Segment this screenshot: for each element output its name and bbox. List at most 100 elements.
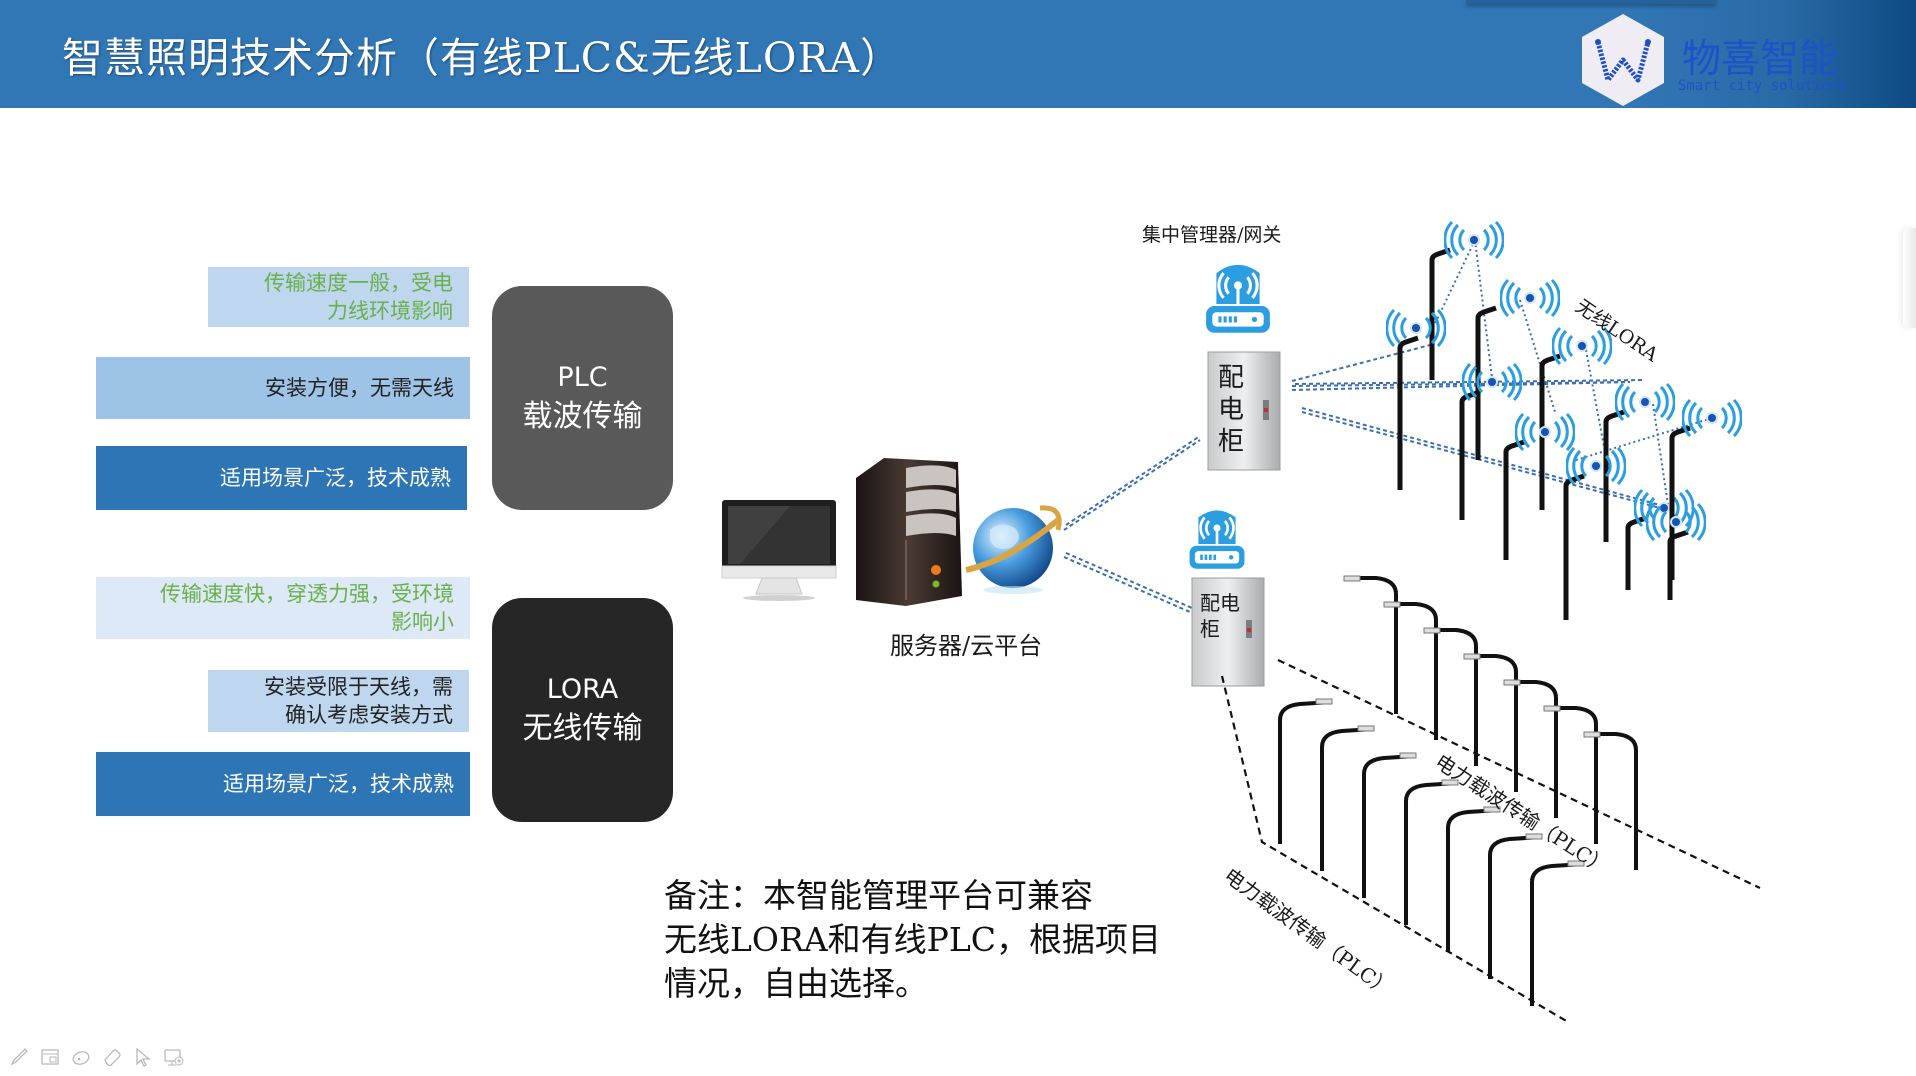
lora-mesh <box>1431 239 1713 506</box>
street-lamp-icon <box>1383 601 1438 740</box>
plc-feature-speed-line1: 传输速度一般，受电 <box>264 271 453 295</box>
header-accent-bar <box>1466 0 1716 4</box>
plc-bus-lines <box>1220 659 1761 1023</box>
lora-feature-scope: 适用场景广泛，技术成熟 <box>96 752 470 816</box>
plc-tech-box: PLC 载波传输 <box>492 286 673 510</box>
street-lamp-icon <box>1404 779 1459 925</box>
monitor-icon <box>721 500 837 601</box>
plc-feature-install: 安装方便，无需天线 <box>96 357 470 419</box>
lora-lamp <box>1646 502 1706 600</box>
lamp-pole <box>1397 335 1419 490</box>
lora-lamp <box>1539 326 1612 510</box>
server-label: 服务器/云平台 <box>890 632 1043 660</box>
street-lamp-icon <box>1423 627 1478 766</box>
lamp-pole <box>1603 409 1625 542</box>
plc-feature-speed-line2: 力线环境影响 <box>327 299 453 323</box>
lora-lamp <box>1669 398 1742 580</box>
street-lamp-icon <box>1503 679 1558 818</box>
street-lamp-icon <box>1320 725 1375 871</box>
lora-lamp <box>1503 412 1575 560</box>
plc-title: PLC <box>557 362 608 393</box>
lamp-pole <box>1429 247 1451 380</box>
wifi-signal-icon <box>1515 412 1575 452</box>
gateway-label: 集中管理器/网关 <box>1142 224 1282 246</box>
pointer-icon[interactable] <box>132 1046 154 1068</box>
note-line-2: 无线LORA和有线PLC，根据项目 <box>664 920 1162 959</box>
hexagon-w-logo-icon <box>1582 14 1664 106</box>
disc-icon[interactable] <box>70 1046 92 1068</box>
cabinet-label-2: 配电 柜 <box>1200 590 1240 642</box>
lora-tech-box: LORA 无线传输 <box>492 598 673 822</box>
street-lamp-icon <box>1530 860 1585 1006</box>
street-lamp-icon <box>1583 731 1638 870</box>
lora-feature-install: 安装受限于天线，需确认考虑安装方式 <box>208 670 469 732</box>
server-tower-icon <box>856 458 962 606</box>
plc-feature-scope-text: 适用场景广泛，技术成熟 <box>220 466 451 490</box>
distribution-cabinet-icon <box>1191 577 1265 687</box>
lamp-pole <box>1625 515 1647 590</box>
presenter-toolbar <box>8 1046 185 1068</box>
street-lamp-icon <box>1488 833 1543 979</box>
page-title: 智慧照明技术分析（有线PLC&无线LORA） <box>62 34 902 82</box>
lora-title: LORA <box>546 674 619 705</box>
lora-lamp-group <box>1386 220 1742 620</box>
street-lamp-icon <box>1543 705 1598 844</box>
plc-feature-install-text: 安装方便，无需天线 <box>265 376 454 400</box>
plc-lamp-group <box>1278 575 1638 1006</box>
lora-lamp <box>1386 308 1446 490</box>
plc-feature-speed: 传输速度一般，受电力线环境影响 <box>208 267 469 327</box>
lamp-pole <box>1667 529 1689 600</box>
lamp-pole <box>1539 353 1561 510</box>
wireless-router-icon <box>1188 508 1246 571</box>
lamp-pole <box>1563 473 1585 620</box>
lora-lamp <box>1563 446 1626 620</box>
lora-lamp <box>1603 382 1675 542</box>
distribution-cabinet-icon <box>1207 351 1281 471</box>
brand-name: 物喜智能 <box>1682 37 1839 82</box>
cabinet-1-char: 柜 <box>1217 427 1244 457</box>
street-lamp-icon <box>1278 698 1333 844</box>
wifi-signal-icon <box>1500 278 1560 318</box>
note-line-3: 情况，自由选择。 <box>664 964 928 1003</box>
lora-lamp <box>1459 362 1522 520</box>
lora-lamp <box>1625 488 1694 590</box>
pen-icon[interactable] <box>8 1046 30 1068</box>
lamp-pole <box>1475 305 1497 460</box>
cabinet-1-char: 电 <box>1217 395 1244 425</box>
globe-icon <box>965 505 1062 594</box>
note-line-1: 备注：本智能管理平台可兼容 <box>664 876 1093 915</box>
cabinet-1-char: 配 <box>1217 363 1244 393</box>
cabinet-label-1: 配 电 柜 <box>1216 362 1246 458</box>
lamp-pole <box>1503 439 1525 560</box>
brand-tagline: Smart city solutions <box>1678 78 1847 94</box>
lora-feature-speed-line2: 影响小 <box>391 610 454 634</box>
eraser-icon[interactable] <box>101 1046 123 1068</box>
header-bar: 智慧照明技术分析（有线PLC&无线LORA） 物喜智能 Smart city s… <box>0 0 1916 108</box>
lora-subtitle: 无线传输 <box>522 711 643 746</box>
lamp-pole <box>1669 425 1691 580</box>
screen-settings-icon[interactable] <box>163 1046 185 1068</box>
lora-feature-install-line2: 确认考虑安装方式 <box>285 703 453 727</box>
street-lamp-icon <box>1463 653 1518 792</box>
street-lamp-icon <box>1343 575 1398 714</box>
cabinet-2-line: 柜 <box>1200 617 1220 641</box>
compatibility-note: 备注：本智能管理平台可兼容 无线LORA和有线PLC，根据项目 情况，自由选择。 <box>664 874 1184 1006</box>
lora-feature-scope-text: 适用场景广泛，技术成熟 <box>223 772 454 796</box>
wifi-signal-icon <box>1444 220 1504 260</box>
lora-feature-speed-line1: 传输速度快，穿透力强，受环境 <box>160 582 454 606</box>
wireless-links <box>1063 435 1201 613</box>
street-lamp-icon <box>1362 752 1417 898</box>
lora-lamp <box>1429 220 1504 380</box>
wireless-router-icon <box>1204 263 1272 335</box>
slides-grid-icon[interactable] <box>39 1046 61 1068</box>
lora-feature-speed: 传输速度快，穿透力强，受环境影响小 <box>96 577 470 639</box>
plc-subtitle: 载波传输 <box>522 399 643 434</box>
wifi-signal-icon <box>1682 398 1742 438</box>
wifi-signal-icon <box>1615 382 1675 422</box>
plc-feature-scope: 适用场景广泛，技术成熟 <box>96 446 467 510</box>
street-lamp-icon <box>1446 806 1501 952</box>
cabinet-2-line: 配电 <box>1200 591 1240 615</box>
side-panel-handle[interactable] <box>1903 228 1916 328</box>
lora-lamp <box>1475 278 1560 460</box>
